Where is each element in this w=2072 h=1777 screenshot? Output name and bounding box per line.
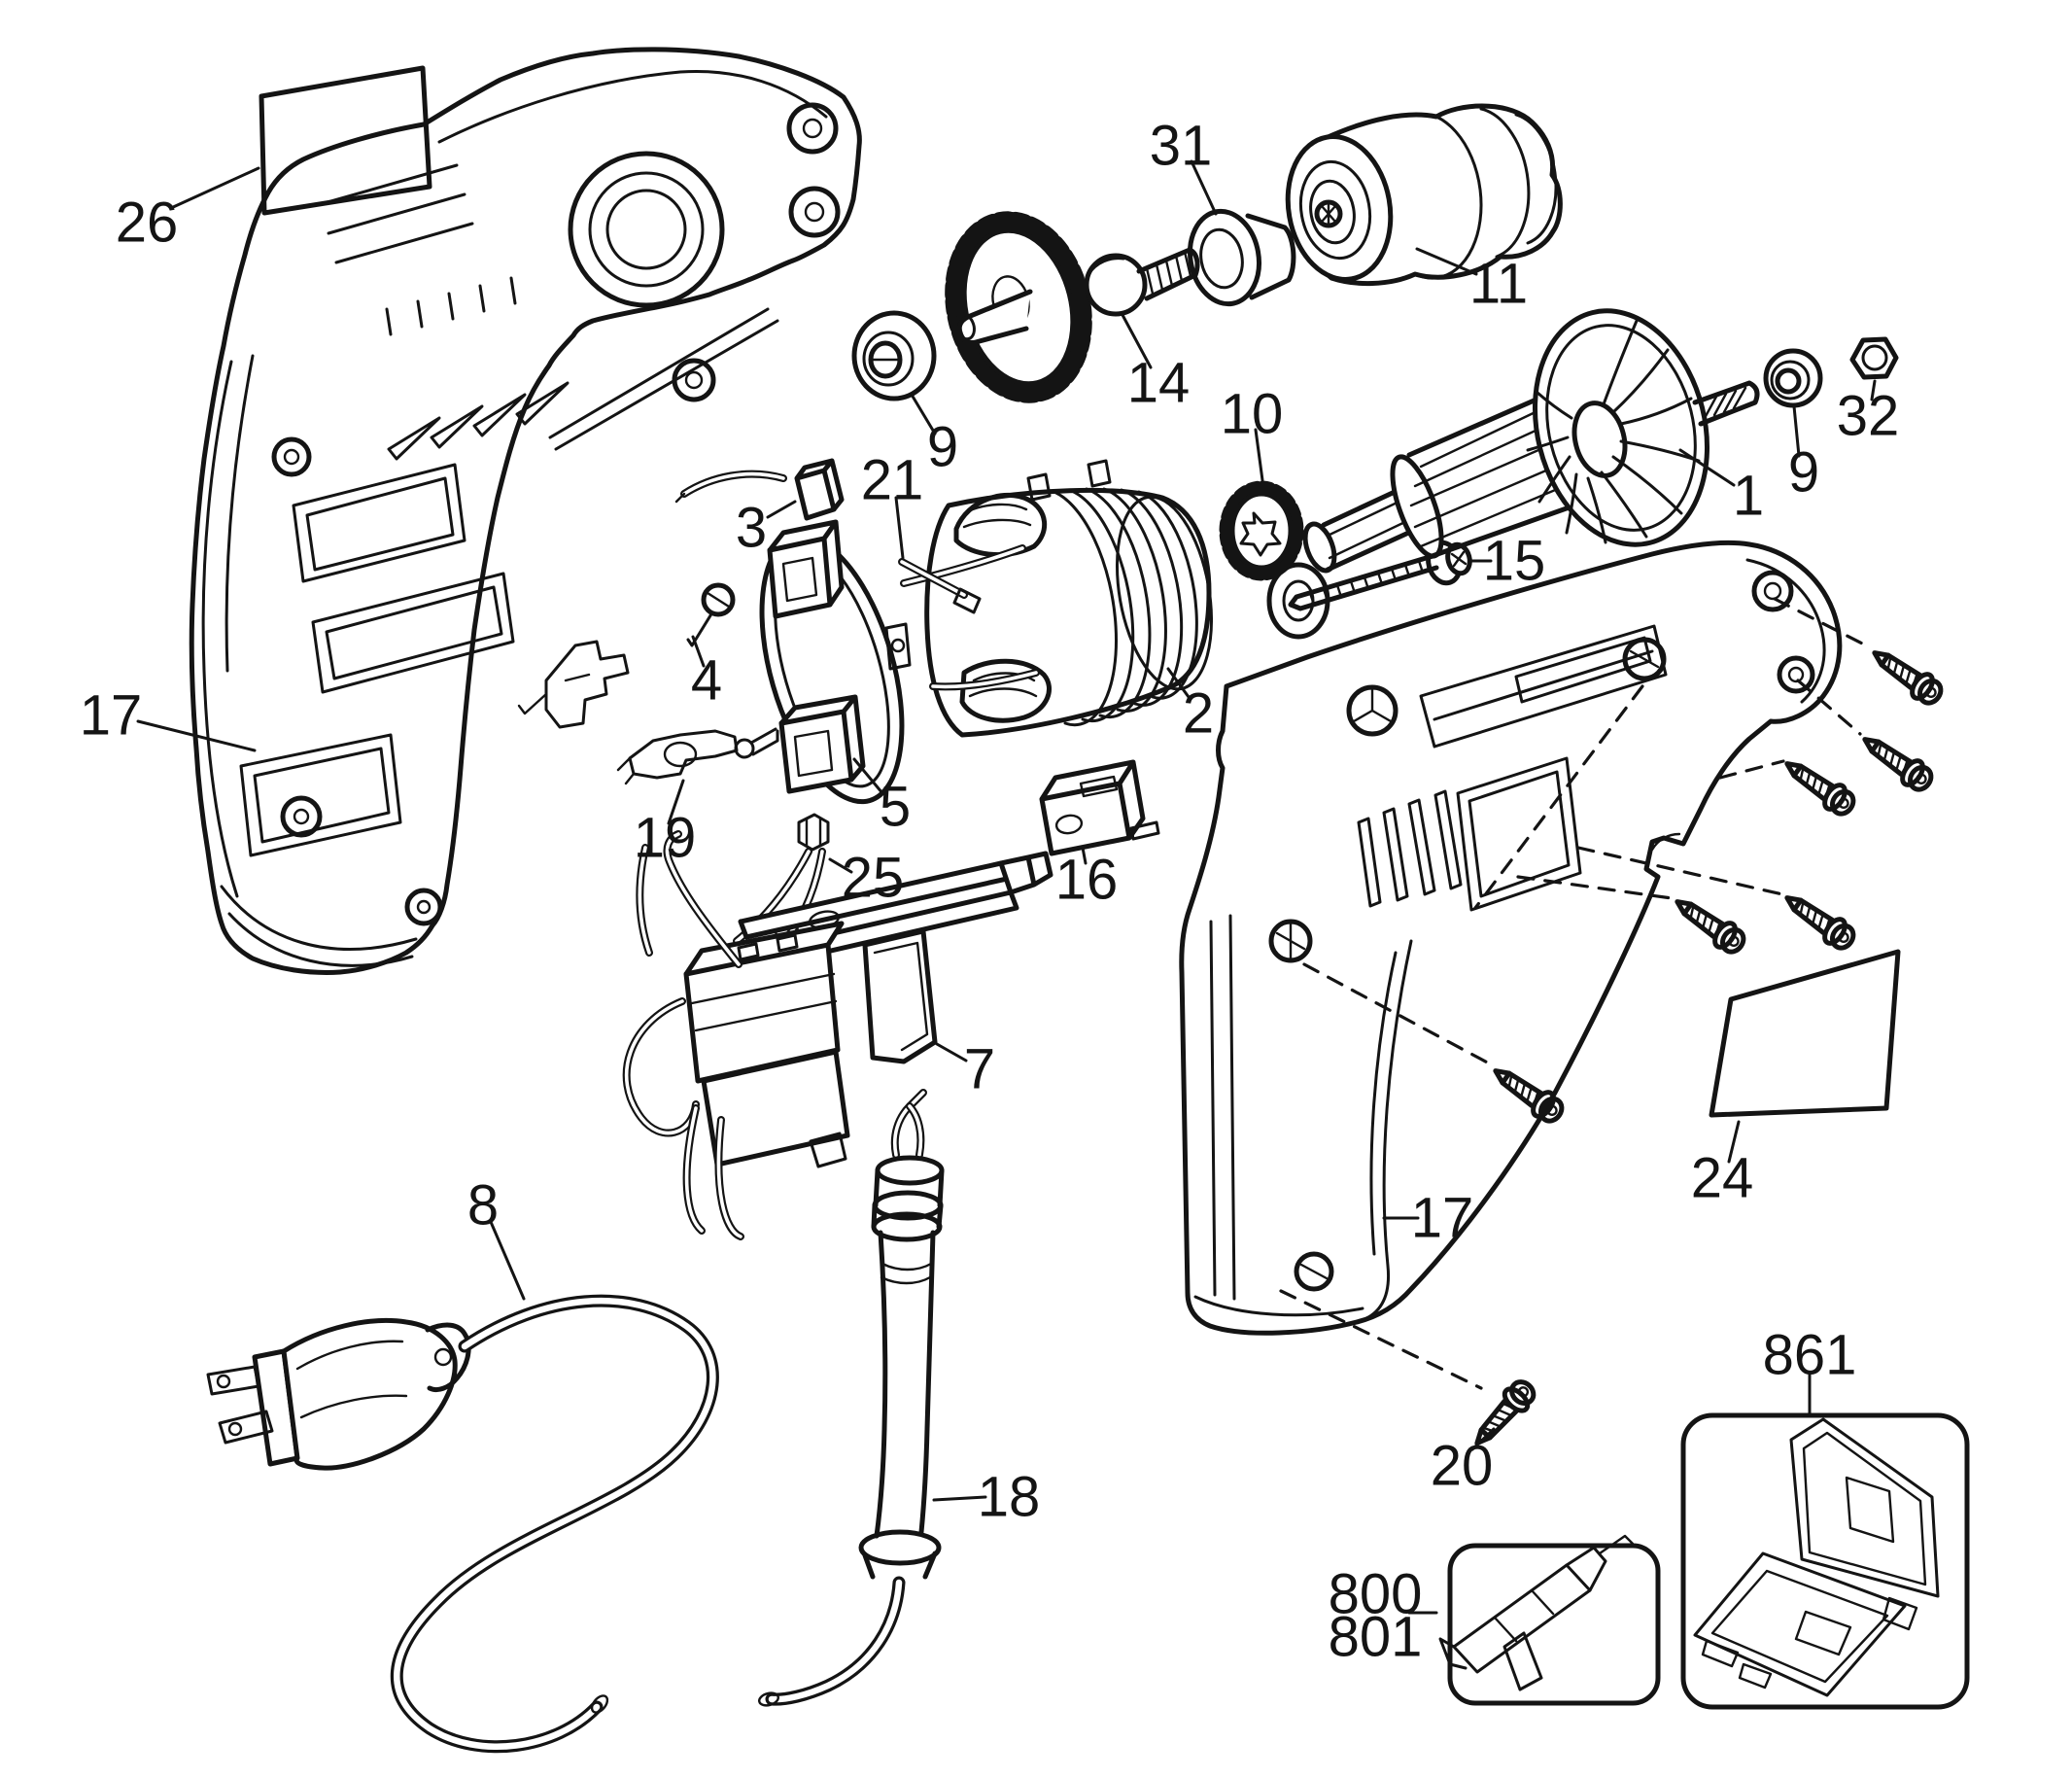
label-10: 10	[1221, 383, 1284, 446]
nameplate-26	[259, 65, 432, 216]
label-2-leader	[1166, 667, 1191, 699]
label-21-leader	[894, 496, 905, 560]
label-7-leader	[935, 1042, 968, 1063]
label-17-left-leader	[136, 719, 257, 752]
label-32: 32	[1837, 385, 1900, 448]
label-4-leader	[691, 635, 706, 668]
bearing-9-right	[1763, 348, 1823, 408]
label-1: 1	[1733, 465, 1764, 528]
cord-set-8	[206, 1294, 719, 1754]
button-16	[1039, 759, 1160, 856]
chuck-11	[1285, 103, 1563, 287]
screw-15	[1288, 540, 1472, 611]
label-2: 2	[1183, 682, 1214, 746]
label-9-right-leader	[1792, 404, 1801, 458]
retainer-31	[1188, 208, 1296, 307]
label-9-left-leader	[910, 393, 937, 436]
label-26: 26	[116, 192, 179, 255]
label-17-left: 17	[80, 684, 143, 748]
field-2	[900, 459, 1214, 738]
label-8: 8	[467, 1174, 499, 1237]
clip-bracket	[517, 640, 630, 729]
label-861: 861	[1763, 1324, 1857, 1387]
screw-4	[686, 582, 736, 647]
label-20-leader	[1470, 1427, 1496, 1451]
switch-7	[622, 830, 1053, 1240]
bearing-9-left	[851, 310, 937, 401]
nameplate-24	[1709, 949, 1901, 1118]
label-24: 24	[1691, 1147, 1754, 1210]
label-25: 25	[842, 847, 905, 910]
label-15: 15	[1483, 530, 1546, 593]
brush-ring-5	[759, 519, 912, 805]
label-3-leader	[766, 500, 797, 519]
label-8-leader	[489, 1220, 526, 1301]
label-25-leader	[828, 857, 853, 874]
label-7: 7	[964, 1038, 995, 1101]
label-20: 20	[1431, 1435, 1494, 1498]
nut-32	[1849, 336, 1899, 380]
label-26-leader	[169, 166, 260, 210]
cord-protector-18	[758, 1089, 945, 1707]
label-9-left: 9	[927, 416, 958, 479]
label-16-leader	[1081, 846, 1088, 865]
gear-assembly-14	[945, 211, 1200, 403]
label-32-leader	[1870, 379, 1877, 401]
label-11-leader	[1415, 247, 1478, 276]
lever-19	[616, 727, 779, 785]
label-19-leader	[667, 779, 685, 825]
kit-box-861	[1680, 1412, 1970, 1710]
label-9-right: 9	[1788, 441, 1819, 505]
label-18: 18	[978, 1466, 1041, 1529]
label-14-leader	[1121, 313, 1153, 369]
right-housing-half	[1179, 540, 1947, 1390]
bare-tool-inset-800-801	[1438, 1534, 1661, 1706]
label-17-right: 17	[1411, 1187, 1474, 1250]
label-14: 14	[1127, 352, 1191, 415]
label-800: 800	[1329, 1563, 1423, 1626]
label-19: 19	[634, 807, 697, 870]
label-11: 11	[1469, 253, 1528, 316]
label-3: 3	[736, 497, 767, 560]
label-5: 5	[880, 776, 911, 839]
label-21: 21	[861, 449, 924, 512]
label-5-leader	[852, 757, 884, 795]
label-16: 16	[1055, 849, 1119, 912]
brush-3	[674, 458, 845, 521]
label-31-leader	[1190, 159, 1218, 216]
label-1-leader	[1678, 448, 1736, 487]
label-10-leader	[1254, 428, 1264, 482]
pinion-10	[1219, 480, 1330, 640]
left-housing-half	[189, 47, 862, 975]
armature-1	[1302, 308, 1760, 574]
label-24-leader	[1727, 1120, 1741, 1164]
label-18-leader	[932, 1495, 987, 1502]
label-4: 4	[691, 649, 722, 713]
lead-wire-21	[898, 558, 982, 614]
label-31: 31	[1150, 115, 1213, 178]
label-801: 801	[1329, 1606, 1423, 1669]
